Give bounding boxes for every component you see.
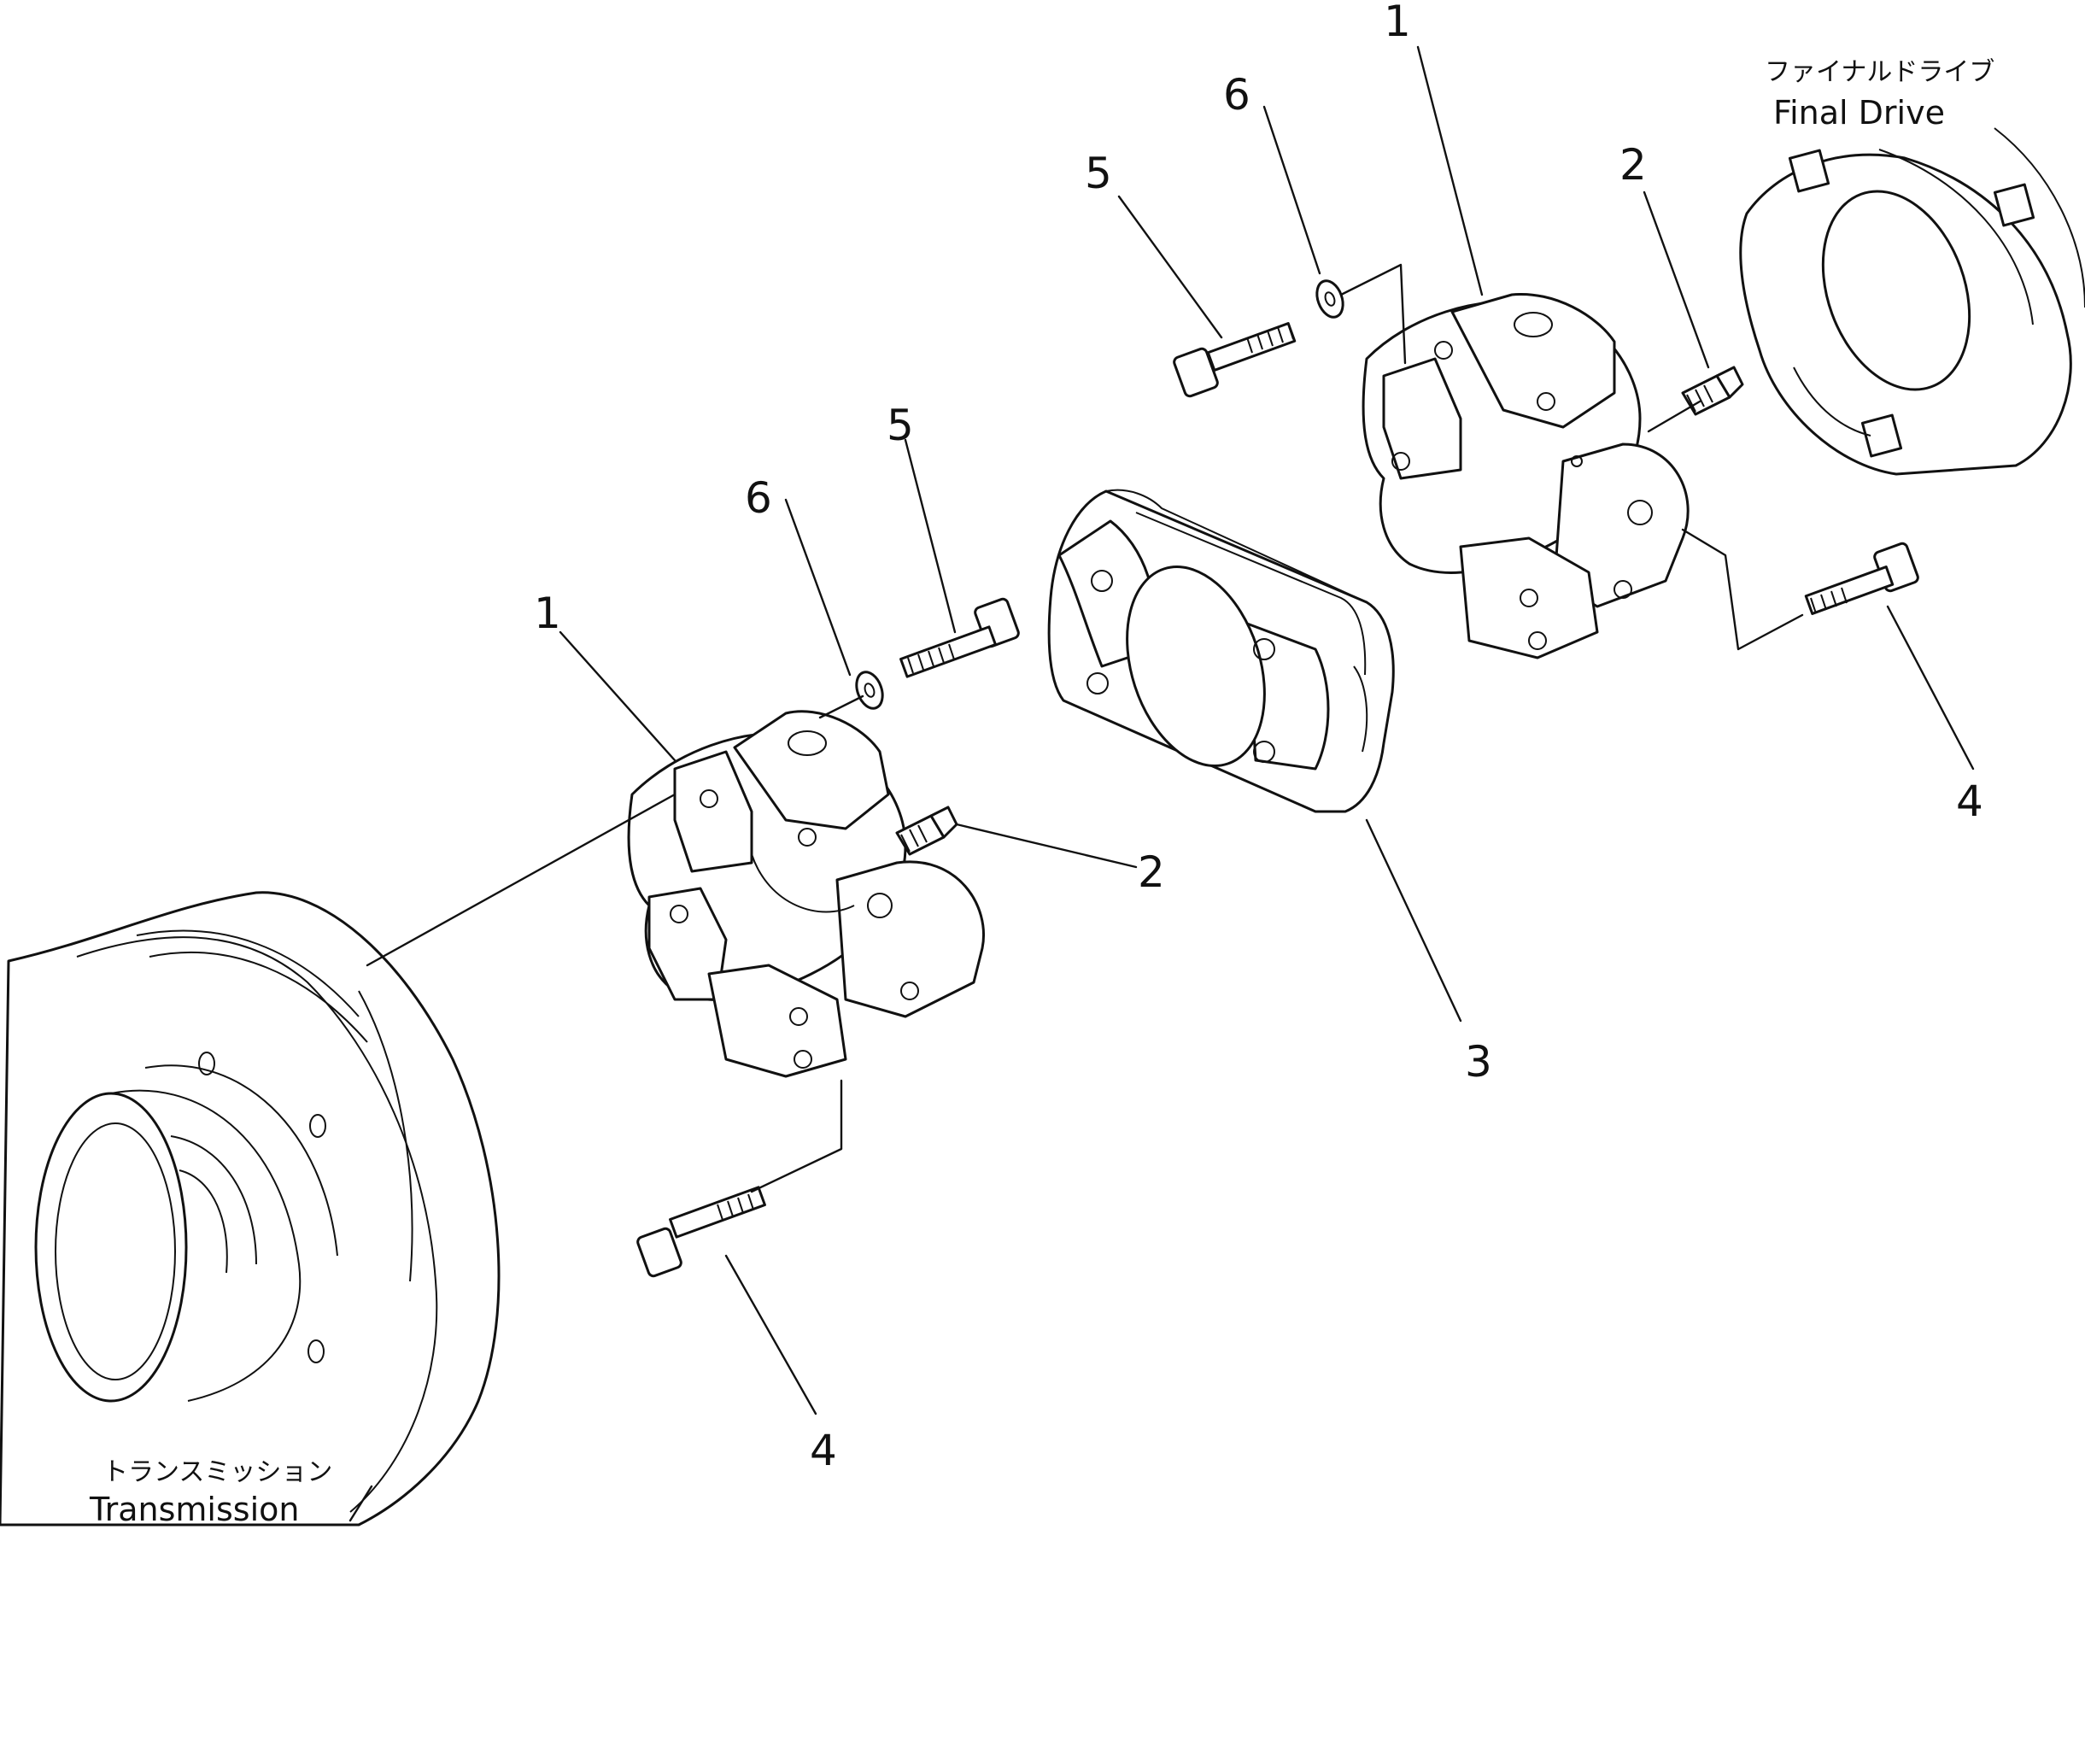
washer-part6-lower <box>855 671 884 710</box>
drive-shaft-flange <box>1047 489 1395 813</box>
transmission-housing <box>0 891 501 1527</box>
callout-5-lower: 5 <box>887 401 914 450</box>
callout-2-lower: 2 <box>1138 847 1165 897</box>
washer-part6-upper <box>1315 279 1344 319</box>
transmission-label-jp: トランスミッション <box>102 1457 332 1487</box>
universal-joint-upper <box>1362 292 1690 659</box>
assembly-lines <box>348 45 1975 1522</box>
bolt-part5-lower <box>899 597 1020 678</box>
callout-6-upper: 6 <box>1223 70 1250 120</box>
bolt-part5-upper <box>1173 322 1297 398</box>
callout-5-upper: 5 <box>1085 149 1112 198</box>
callout-4-lower: 4 <box>810 1426 837 1475</box>
bolt-part4-upper <box>1804 542 1919 615</box>
universal-joint-lower <box>627 710 985 1078</box>
bolt-part4-lower <box>636 1186 766 1278</box>
grease-fitting-part2-lower <box>895 806 958 856</box>
callout-1-lower: 1 <box>534 589 561 638</box>
transmission-label-en: Transmission <box>89 1491 299 1528</box>
callout-6-lower: 6 <box>745 473 772 523</box>
callout-4-upper: 4 <box>1956 777 1983 826</box>
final-drive-label-en: Final Drive <box>1773 94 1945 132</box>
final-drive-label-jp: ファイナルドライブ <box>1765 57 1994 87</box>
callout-3: 3 <box>1465 1037 1492 1087</box>
final-drive-housing <box>1739 127 2085 476</box>
callout-1-upper: 1 <box>1384 0 1411 46</box>
callout-2-upper: 2 <box>1619 140 1647 190</box>
